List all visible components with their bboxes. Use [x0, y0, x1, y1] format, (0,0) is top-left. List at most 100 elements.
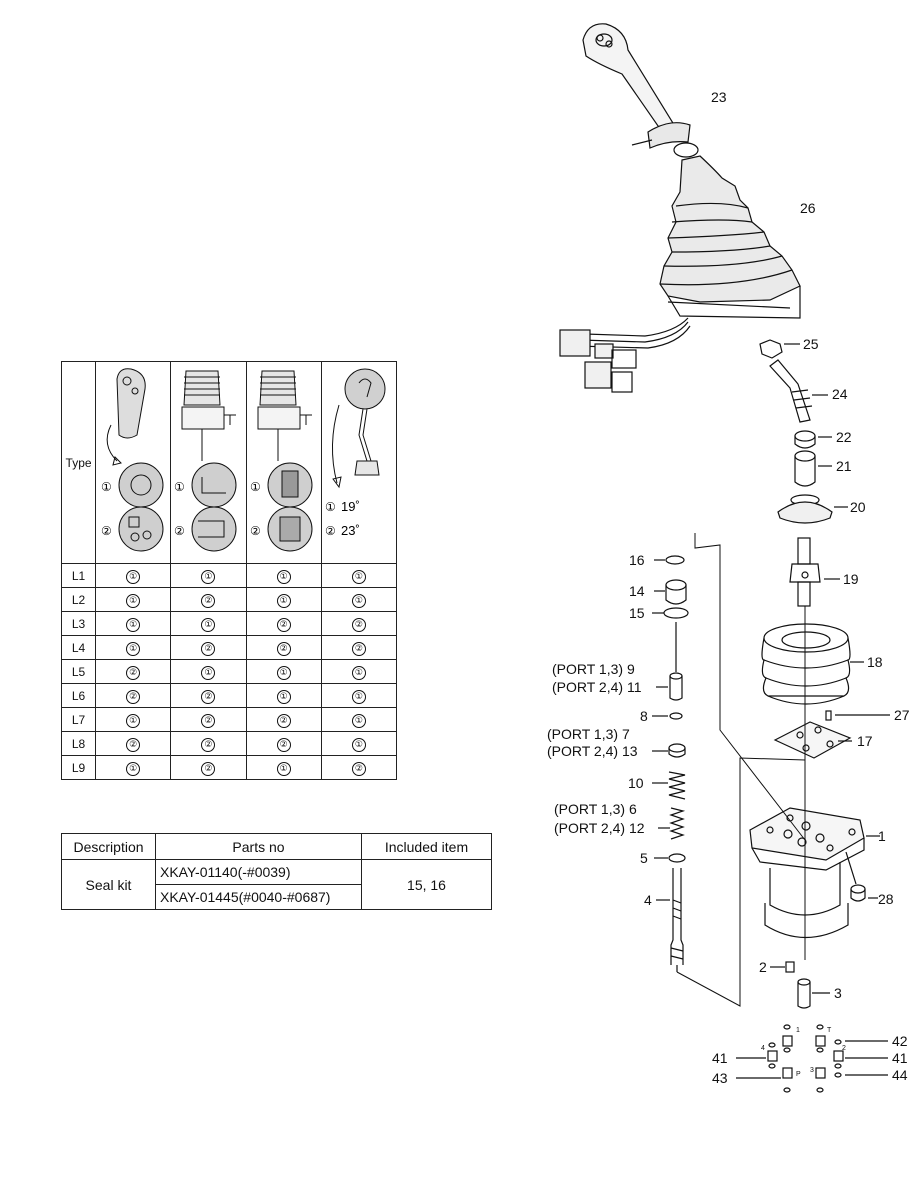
part-26-boot	[659, 155, 801, 319]
callout-41-right: 41	[892, 1050, 908, 1066]
type-row-l4: L4 ① ② ② ②	[60, 635, 398, 660]
callout-28: 28	[878, 891, 894, 907]
callout-41-left: 41	[712, 1050, 728, 1066]
callout-5: 5	[640, 850, 648, 866]
type-option-cell: ②	[245, 707, 322, 732]
type-option-cell: ②	[320, 635, 398, 660]
part-8-washer	[652, 712, 683, 720]
kit-header-included: Included item	[361, 833, 492, 860]
option-number: ①	[276, 689, 291, 704]
type-option-cell: ①	[320, 683, 398, 708]
type-option-cell: ②	[245, 635, 322, 660]
callout-27: 27	[894, 707, 910, 723]
option-number: ①	[126, 713, 141, 728]
part-27-pin	[825, 710, 890, 721]
type-option-cell: ①	[320, 707, 398, 732]
type-header-row: Type ① ②	[60, 361, 398, 564]
option-number: ②	[276, 713, 291, 728]
option-number: ①	[351, 569, 366, 584]
port-fittings	[736, 1024, 888, 1093]
option-number: ②	[351, 617, 366, 632]
grip-variant-icon: ① ②	[101, 367, 164, 551]
type-option-cell: ①	[245, 683, 322, 708]
tilt-angle-icon: ① 19˚ ② 23˚	[325, 368, 386, 538]
option-number: ②	[201, 689, 216, 704]
option-number: ①	[351, 593, 366, 608]
part-6-12-spring	[658, 807, 686, 840]
type-option-cell: ①	[245, 587, 322, 612]
option-number: ②	[276, 641, 291, 656]
option-number: ①	[276, 569, 291, 584]
callout-21: 21	[836, 458, 852, 474]
type-option-cell: ②	[245, 731, 322, 756]
callout-15: 15	[629, 605, 645, 621]
part-3-pin	[797, 978, 830, 1009]
part-20-cap	[777, 494, 848, 524]
type-option-cell: ①	[95, 635, 172, 660]
type-illustration-grip: ① ②	[95, 361, 172, 564]
type-option-cell: ②	[170, 587, 247, 612]
angle-value-1: 19˚	[341, 499, 360, 514]
callout-port-13: (PORT 2,4) 13	[547, 743, 638, 759]
type-option-cell: ①	[320, 731, 398, 756]
type-option-cell: ①	[95, 563, 172, 588]
option-number: ①	[126, 641, 141, 656]
type-option-cell: ②	[170, 635, 247, 660]
type-row-name: L9	[60, 755, 97, 780]
type-option-cell: ①	[170, 563, 247, 588]
type-option-cell: ①	[95, 707, 172, 732]
kit-header-description: Description	[61, 833, 156, 860]
option-number: ②	[351, 761, 366, 776]
angle-value-2: 23˚	[341, 523, 360, 538]
type-option-cell: ①	[320, 563, 398, 588]
kit-part-number: XKAY-01140(-#0039)	[155, 859, 362, 885]
option-number: ②	[201, 737, 216, 752]
type-option-cell: ①	[95, 611, 172, 636]
type-option-cell: ①	[170, 659, 247, 684]
type-option-cell: ①	[320, 587, 398, 612]
kit-header-parts-no: Parts no	[155, 833, 362, 860]
option-number: ①	[276, 593, 291, 608]
port-label-1: 1	[796, 1027, 800, 1034]
part-14-bushing	[654, 579, 687, 605]
port-label-2: 2	[842, 1045, 846, 1052]
kit-description: Seal kit	[61, 859, 156, 910]
type-option-cell: ①	[170, 611, 247, 636]
grip-option-1: ①	[101, 480, 112, 494]
option-number: ②	[351, 641, 366, 656]
option-number: ①	[201, 569, 216, 584]
type-option-cell: ①	[245, 563, 322, 588]
callout-25: 25	[803, 336, 819, 352]
type-row-name: L3	[60, 611, 97, 636]
option-number: ②	[201, 641, 216, 656]
grip-option-2: ②	[101, 524, 112, 538]
option-number: ②	[201, 761, 216, 776]
type-option-cell: ②	[170, 755, 247, 780]
type-option-cell: ①	[320, 659, 398, 684]
type-row-name: L4	[60, 635, 97, 660]
port-label-4: 4	[761, 1045, 765, 1052]
type-row-name: L5	[60, 659, 97, 684]
type-option-cell: ②	[95, 683, 172, 708]
wire-harness	[559, 317, 691, 393]
part-17-plate	[773, 721, 852, 759]
callout-labels: 23 26 25 24 22 21 20 19 18 27 17 1 28 2 …	[547, 89, 910, 1086]
type-row-name: L6	[60, 683, 97, 708]
callout-18: 18	[867, 654, 883, 670]
part-4-rod	[656, 868, 684, 972]
plate-variant-a-icon: ① ②	[174, 370, 237, 551]
part-28-plug	[845, 851, 878, 902]
option-number: ②	[276, 617, 291, 632]
part-7-13-seat	[652, 743, 686, 758]
port-label-T: T	[827, 1027, 832, 1034]
callout-port-12: (PORT 2,4) 12	[554, 820, 645, 836]
assembly-guide-lines	[676, 533, 806, 1007]
callout-port-9: (PORT 1,3) 9	[552, 661, 635, 677]
port-label-P: P	[796, 1071, 801, 1078]
type-option-cell: ②	[95, 659, 172, 684]
option-number: ①	[201, 617, 216, 632]
